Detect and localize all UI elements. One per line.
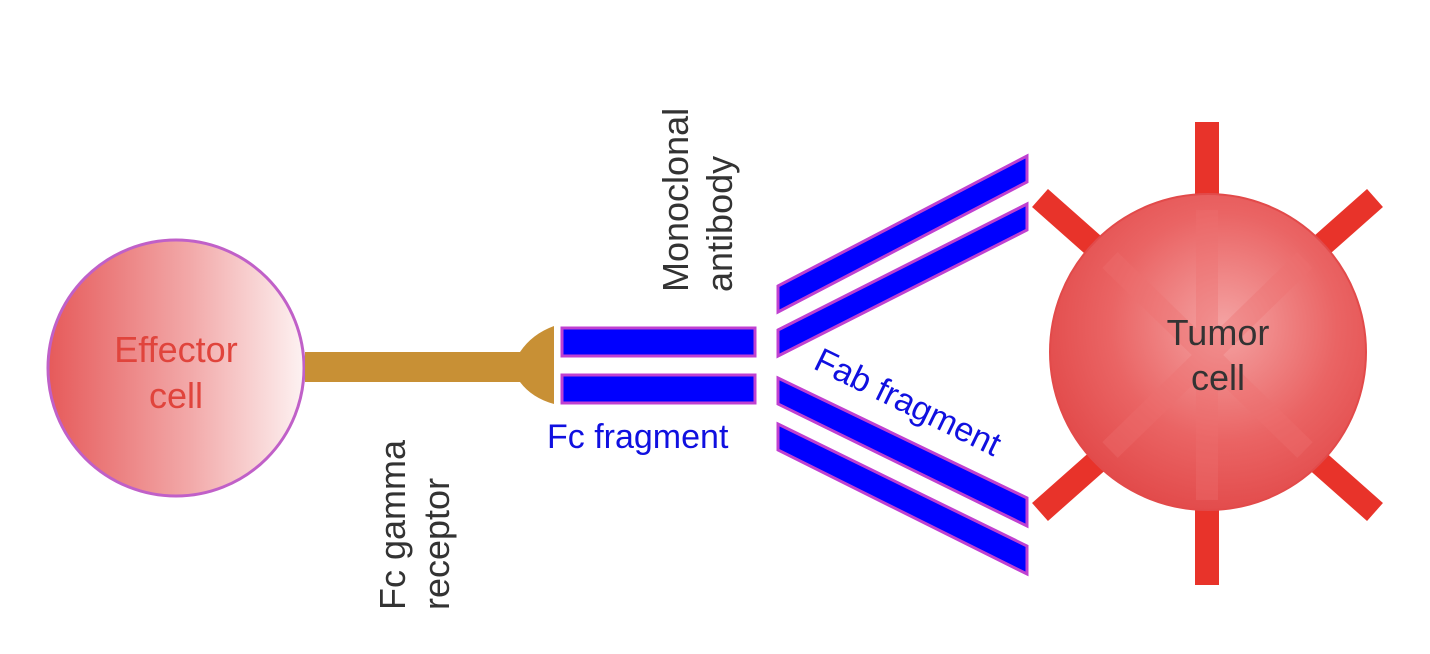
receptor-stalk <box>305 352 530 382</box>
fc-chain-upper <box>560 326 757 358</box>
fc-gamma-receptor-label: Fc gamma <box>372 439 413 610</box>
effector-cell <box>46 238 306 498</box>
effector-cell-label-line2: cell <box>149 375 203 416</box>
tumor-cell-label: Tumor <box>1167 312 1270 353</box>
fab-chain-upper-inner <box>776 201 1029 359</box>
fab-chain-lower-outer <box>776 421 1029 577</box>
fab-chain-lower-inner <box>776 375 1029 529</box>
monoclonal-antibody-label-line2: antibody <box>699 156 740 292</box>
tumor-cell-label-line2: cell <box>1191 357 1245 398</box>
tumor-cell <box>1049 193 1367 511</box>
tumor-spike-traces <box>1102 210 1313 500</box>
fc-gamma-receptor-label-line2: receptor <box>416 478 457 610</box>
fc-chain-lower <box>560 373 757 405</box>
fc-fragment-label: Fc fragment <box>547 418 729 456</box>
receptor-cup <box>520 326 554 404</box>
fc-gamma-receptor <box>305 326 554 404</box>
effector-cell-label: Effector <box>114 329 237 370</box>
fab-chain-upper-outer <box>776 153 1029 315</box>
monoclonal-antibody <box>560 153 1029 577</box>
monoclonal-antibody-label: Monoclonal <box>655 108 696 292</box>
